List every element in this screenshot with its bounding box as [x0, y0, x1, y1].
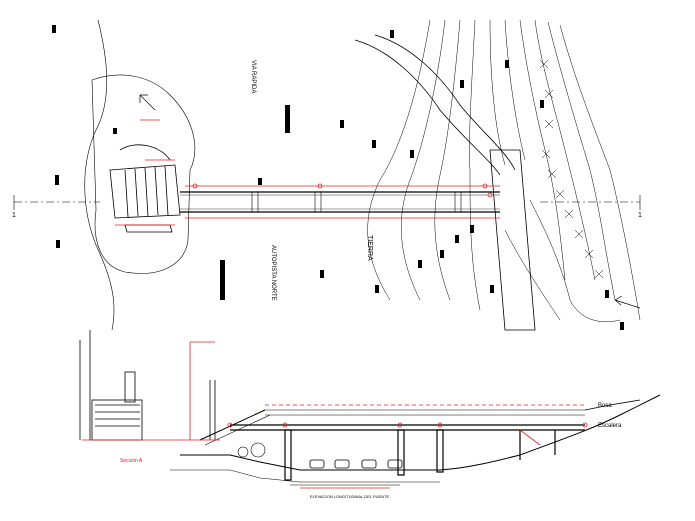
left-bank-outline [84, 19, 115, 331]
vehicles [309, 459, 403, 469]
section-title-bottom: ELEVACION LONGITUDINAL DEL PUENTE [310, 494, 390, 499]
elevation-dimension-marks [82, 341, 588, 489]
stair-tower [79, 330, 216, 441]
road-label-top: VIA RAPIDA [250, 60, 256, 93]
ground-line [180, 394, 661, 471]
bridge-deck-plan [180, 191, 500, 213]
bridge-piers [284, 429, 556, 481]
plan-dimension-marks [115, 119, 500, 226]
section-line-1-1 [13, 195, 641, 210]
x-marker-line [539, 59, 604, 279]
section-marker-left: 1 [12, 212, 16, 219]
left-stair-structure [109, 144, 181, 233]
section-title-left: Sección A [120, 458, 143, 464]
tree-symbol [250, 442, 266, 458]
plan-markers [52, 25, 624, 330]
terrain-label: TIERRA [366, 235, 373, 261]
flow-arrows [139, 94, 641, 309]
section-marker-right: 1 [638, 212, 642, 219]
ground-line-lower [170, 469, 440, 483]
label-escalera: Escalera [598, 423, 622, 429]
bridge-deck-elevation [199, 409, 585, 446]
label-boca: Boca [598, 403, 612, 409]
left-island-outline [91, 74, 196, 274]
elevation-view [79, 330, 661, 486]
terrain-contours [367, 19, 641, 323]
road-label-bottom: AUTOPISTA NORTE [270, 245, 276, 301]
plan-view [13, 19, 641, 331]
tree-symbol [237, 446, 249, 458]
